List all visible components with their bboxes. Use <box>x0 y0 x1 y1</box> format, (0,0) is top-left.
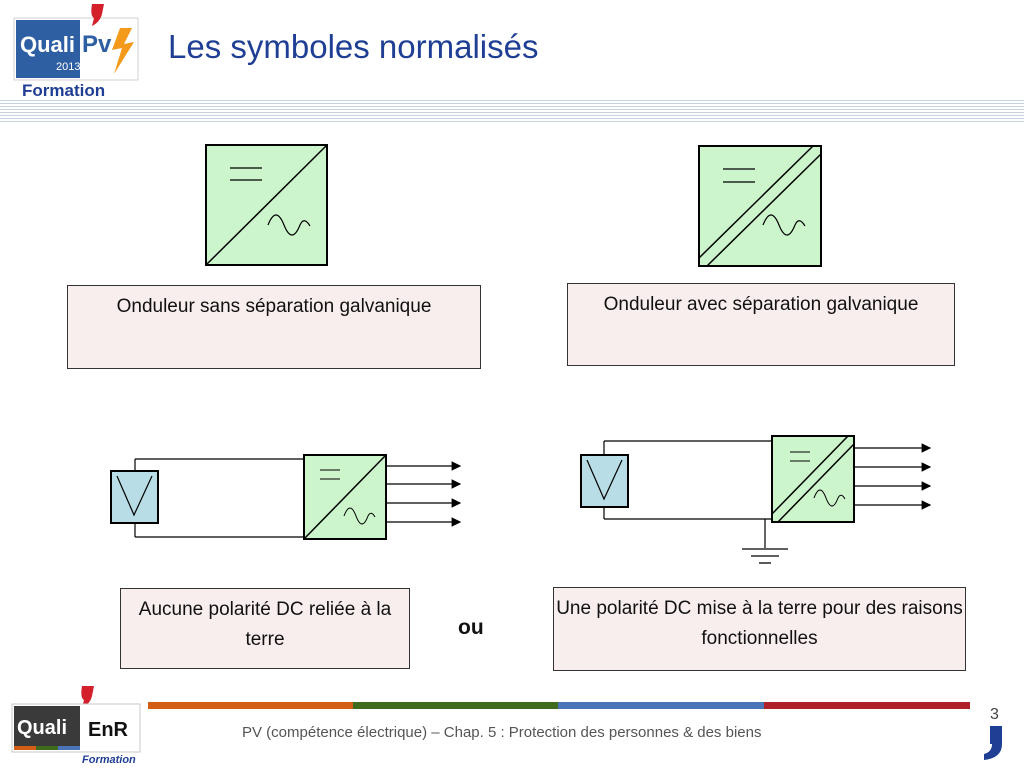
apostrophe-mark-icon <box>91 4 104 26</box>
footer-logo-quali-text: Quali <box>17 717 67 739</box>
apostrophe-mark-icon <box>81 686 94 708</box>
circuit-ungrounded <box>110 454 462 540</box>
caption-one-dc-polarity-grounded: Une polarité DC mise à la terre pour des… <box>553 587 966 671</box>
ac-wave-icon <box>762 214 806 236</box>
inverter-no-separation-symbol <box>205 144 328 266</box>
logo-year-text: 2013 <box>56 61 80 73</box>
footer-logo-enr-text: EnR <box>88 719 129 741</box>
page-title: Les symboles normalisés <box>168 28 539 65</box>
footer-color-bar <box>148 702 970 709</box>
qualipv-formation-logo: Quali 2013 Pv Formation <box>13 4 139 100</box>
logo-quali-text: Quali <box>20 32 75 57</box>
footer-logo-formation-text: Formation <box>82 754 136 766</box>
page-number: 3 <box>990 706 999 723</box>
ac-wave-icon <box>267 214 311 236</box>
logo-pv-text: Pv <box>82 31 112 58</box>
ground-icon <box>742 548 788 564</box>
corner-apostrophe-icon <box>984 726 1002 760</box>
inverter-icon <box>771 435 855 523</box>
circuit-grounded <box>580 435 932 564</box>
inverter-with-separation-symbol <box>698 145 822 267</box>
logo-formation-text: Formation <box>22 81 105 100</box>
caption-inverter-no-separation: Onduleur sans séparation galvanique <box>67 285 481 369</box>
or-connector: ou <box>458 616 484 639</box>
caption-no-dc-polarity-grounded: Aucune polarité DC reliée à la terre <box>120 588 410 669</box>
qualienr-formation-logo: Quali EnR Formation <box>11 686 141 766</box>
footer-text: PV (compétence électrique) – Chap. 5 : P… <box>242 724 762 741</box>
caption-inverter-with-separation: Onduleur avec séparation galvanique <box>567 283 955 366</box>
lightning-icon <box>112 28 134 74</box>
header-divider <box>0 100 1024 122</box>
